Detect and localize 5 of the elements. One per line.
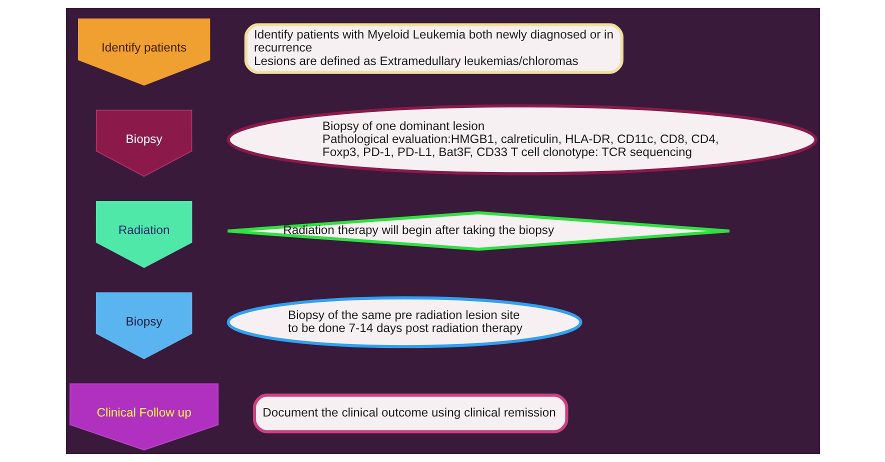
node-diamond: Radiation therapy will begin after taking the biopsy xyxy=(226,211,730,251)
node-ellipse: Biopsy of the same pre radiation lesion site to be done 7-14 days post radiation therapy xyxy=(226,296,582,348)
node-box: Identify patients with Myeloid Leukemia both newly diagnosed or in recurrence Lesions are defined as Extramedullary leukemias/chloromas xyxy=(244,23,623,74)
node-ellipse: Biopsy of one dominant lesion Pathological evaluation:HMGB1, calreticulin, HLA-DR, CD11c, CD8, CD4, Foxp3, PD-1, PD-L1, Bat3F, CD33 T cell clonotype: TCR sequencing xyxy=(226,104,817,176)
node-box: Document the clinical outcome using clinical remission xyxy=(252,394,568,434)
